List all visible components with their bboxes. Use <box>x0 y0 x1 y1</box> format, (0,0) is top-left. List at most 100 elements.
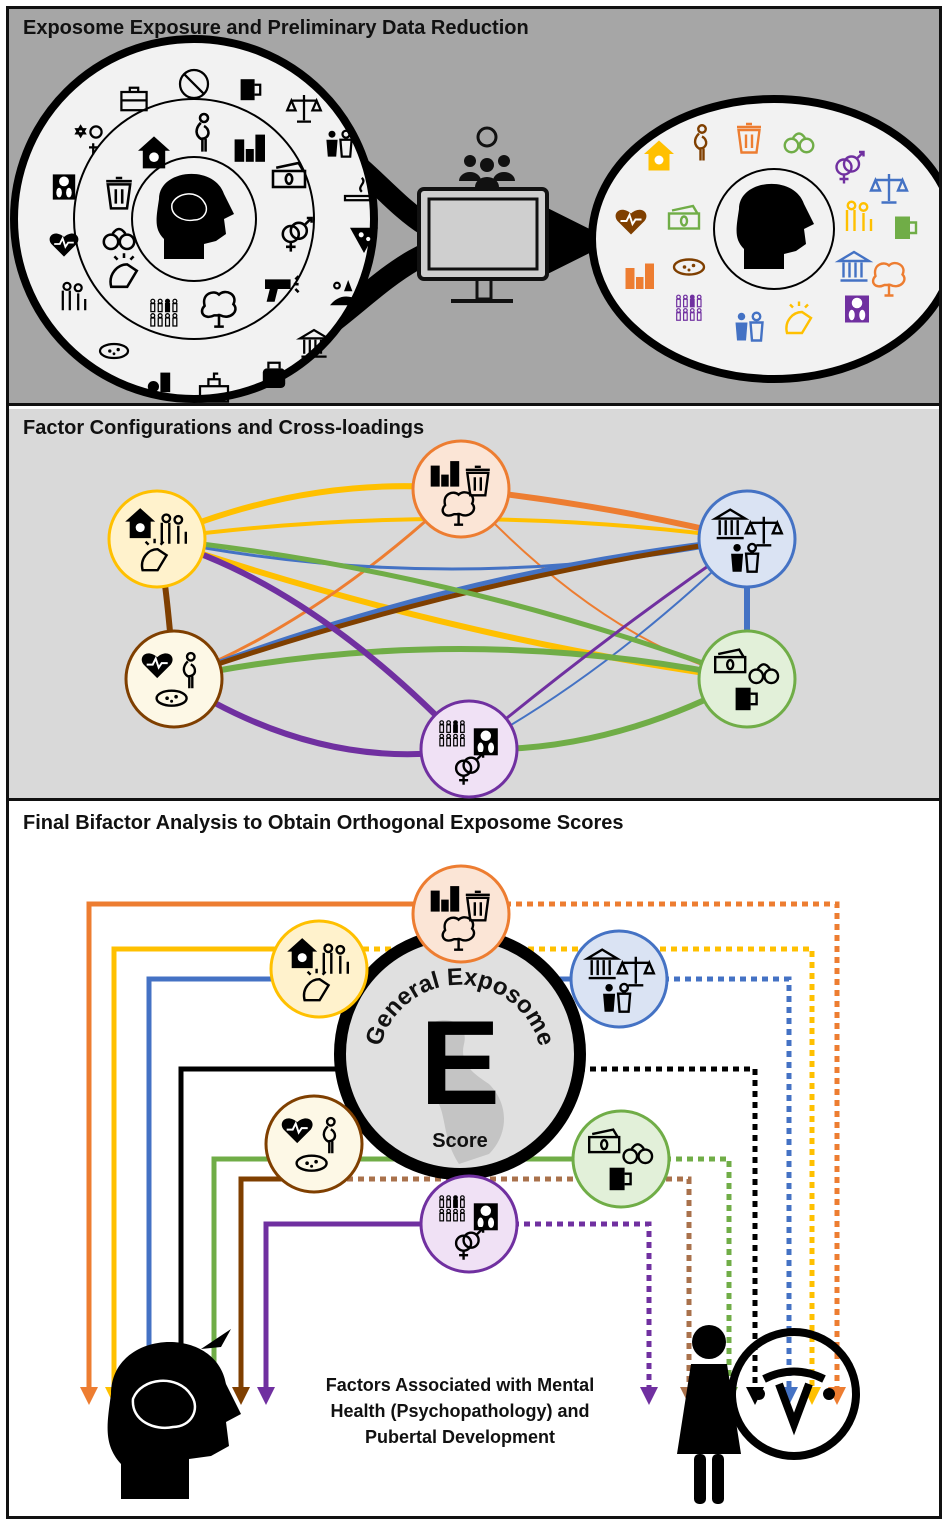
panel-exposure: Exposome Exposure and Preliminary Data R… <box>9 9 939 406</box>
gender-symbol-icon <box>281 216 313 252</box>
cigarette-icon <box>343 177 375 202</box>
tree-icon <box>441 491 476 526</box>
buildings-icon <box>234 134 265 162</box>
cross-loading-edge <box>468 537 748 751</box>
population-icon <box>439 1195 465 1222</box>
bacteria-icon <box>672 258 706 276</box>
bacteria-icon <box>295 1154 328 1172</box>
family-icon <box>845 200 873 231</box>
figure-frame <box>6 6 942 1519</box>
population-icon <box>150 298 178 327</box>
cross-loading-edge <box>173 536 748 682</box>
gender-symbol-icon <box>835 150 865 184</box>
team-idea-icon <box>459 126 515 187</box>
cross-loading-edge <box>156 536 748 682</box>
loading-line-solid <box>238 1176 314 1389</box>
child-brain-icon <box>156 173 234 259</box>
child-brain-icon <box>736 183 814 269</box>
family-icon <box>160 513 188 544</box>
factor-node-money-substance <box>571 1109 671 1209</box>
outcome-caption: Factors Associated with Mental Health (P… <box>290 1372 630 1450</box>
loading-line-solid <box>178 1066 349 1389</box>
money-icon <box>271 161 307 189</box>
podium-icon <box>731 542 760 573</box>
panel-title: Factor Configurations and Cross-loadings <box>23 417 425 439</box>
scales-icon <box>743 516 784 547</box>
podium-icon <box>326 129 353 158</box>
loading-line-solid <box>263 1221 469 1389</box>
trash-can-icon <box>465 890 490 922</box>
loading-line-solid <box>211 1156 621 1389</box>
heart-pulse-icon <box>49 233 79 257</box>
money-icon <box>714 648 747 674</box>
beer-mug-icon <box>735 687 758 711</box>
clapping-hands-icon <box>302 968 331 1002</box>
religion-icon <box>74 124 103 155</box>
arrow-head-icon <box>549 214 589 268</box>
fruit-icon <box>147 372 171 393</box>
panel-title: Exposome Exposure and Preliminary Data R… <box>23 17 529 39</box>
exposure-diagram <box>10 35 939 403</box>
landscape-icon <box>330 280 358 306</box>
clapping-hands-icon <box>109 253 139 289</box>
weight-scale-icon <box>52 174 76 200</box>
courthouse-icon <box>710 508 750 540</box>
loading-line-solid <box>111 946 319 1389</box>
loading-line-dotted <box>619 976 792 1389</box>
heart-pulse-icon <box>141 653 173 679</box>
handcuffs-icon <box>102 227 136 251</box>
water-gun-icon <box>265 275 300 302</box>
handcuffs-icon <box>783 132 815 154</box>
puberty-female-icon <box>677 1325 860 1504</box>
podium-icon <box>603 982 632 1013</box>
loading-line-dotted <box>319 946 815 1389</box>
child-brain-icon <box>107 1329 241 1499</box>
weight-scale-icon <box>473 1203 498 1231</box>
trash-can-icon <box>737 122 761 154</box>
home-heart-icon <box>644 140 674 171</box>
factor-node-school-law <box>697 489 797 589</box>
buildings-icon <box>625 263 654 289</box>
factor-node-health <box>124 629 224 729</box>
home-heart-icon <box>138 136 170 169</box>
population-icon <box>439 720 465 747</box>
factor-network <box>107 439 797 799</box>
caption-line: Pubertal Development <box>364 1427 556 1447</box>
trash-can-icon <box>465 465 490 497</box>
arrow-head-icon <box>257 1387 275 1405</box>
factor-node-household <box>269 919 369 1019</box>
beer-mug-icon <box>609 1167 632 1191</box>
cross-loading-edge <box>468 538 748 750</box>
panel-bifactor: Final Bifactor Analysis to Obtain Orthog… <box>9 804 939 1516</box>
heart-pulse-icon <box>615 209 647 235</box>
bacteria-icon <box>98 342 130 360</box>
briefcase-icon <box>120 86 148 112</box>
scales-icon <box>615 956 656 987</box>
arrow-head-icon <box>232 1387 250 1405</box>
pregnant-woman-icon <box>195 112 210 152</box>
pregnant-woman-icon <box>322 1116 337 1154</box>
cross-loading-edge <box>156 536 748 682</box>
factor-node-household <box>107 489 207 589</box>
courthouse-icon <box>582 948 622 980</box>
loading-line-solid <box>86 901 461 1389</box>
gender-symbol-icon <box>454 752 485 785</box>
handcuffs-icon <box>748 663 780 685</box>
backpack-icon <box>262 361 286 388</box>
general-factor-circle: General Exposome E Score <box>334 928 586 1180</box>
pregnant-woman-icon <box>693 124 708 161</box>
cross-loading-edge <box>173 646 748 682</box>
tree-icon <box>200 290 237 328</box>
factor-node-neighborhood <box>411 864 511 964</box>
trash-can-icon <box>106 176 132 210</box>
weight-scale-icon <box>473 728 498 756</box>
money-icon <box>588 1128 621 1154</box>
podium-icon <box>735 311 764 342</box>
gender-symbol-icon <box>454 1227 485 1260</box>
loading-line-dotted <box>314 1176 692 1389</box>
clapping-hands-icon <box>785 301 813 335</box>
heart-pulse-icon <box>281 1118 313 1144</box>
beer-mug-icon <box>895 216 918 239</box>
panel-factor-config: Factor Configurations and Cross-loadings <box>9 409 939 801</box>
home-heart-icon <box>287 938 318 969</box>
